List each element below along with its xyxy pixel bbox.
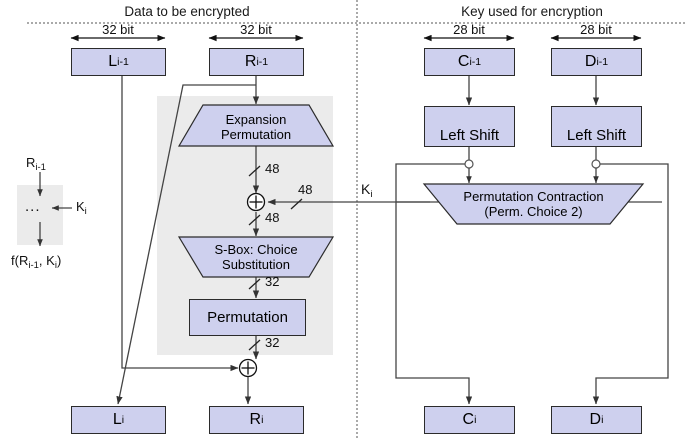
width-label-left-data: 32 bit <box>102 22 134 37</box>
sbox-block[interactable]: S-Box: Choice Substitution <box>179 237 333 278</box>
register-r-out-label: R <box>249 411 262 428</box>
expansion-permutation-line2: Permutation <box>220 127 292 142</box>
register-l-in-label: L <box>108 53 118 70</box>
legend-output-sub1: i-1 <box>28 259 39 271</box>
register-l-out-label: L <box>112 411 122 428</box>
width-label-left-key: 28 bit <box>453 22 485 37</box>
header-data-side: Data to be encrypted <box>124 4 250 19</box>
subkey-label: Ki <box>361 181 372 200</box>
register-c-in-subscript: i-1 <box>469 56 482 68</box>
legend-input-symbol: R <box>26 155 36 170</box>
header-key-side: Key used for encryption <box>461 4 603 19</box>
permutation-contraction-line1: Permutation Contraction <box>463 189 604 204</box>
bitlabel-expansion-out: 48 <box>265 161 280 176</box>
bitlabel-xor-key-in: 48 <box>298 182 313 197</box>
sbox-line2: Substitution <box>222 257 290 272</box>
sbox-line1: S-Box: Choice <box>214 242 298 257</box>
register-d-out-subscript: i <box>601 414 604 426</box>
legend-output-end: ) <box>56 253 62 268</box>
legend-output-prefix: f(R <box>11 253 29 268</box>
permutation-contraction-block[interactable]: Permutation Contraction (Perm. Choice 2) <box>424 184 643 225</box>
register-r-in-label: R <box>244 53 257 70</box>
legend-output-mid: , K <box>38 253 55 268</box>
register-c-out-label: C <box>462 411 475 428</box>
bitlabel-xor-out: 48 <box>265 210 280 225</box>
legend-input-subscript: i-1 <box>35 161 46 173</box>
register-r-in-subscript: i-1 <box>256 56 269 68</box>
permutation-contraction-line2: (Perm. Choice 2) <box>484 204 583 219</box>
subkey-symbol: K <box>361 181 371 197</box>
legend-key-label: Ki <box>76 199 87 217</box>
register-l-out-subscript: i <box>121 414 125 426</box>
register-c-in-label: C <box>457 53 470 70</box>
legend-output-label: f(Ri-1, Ki) <box>11 253 61 271</box>
legend-key-symbol: K <box>76 199 85 214</box>
expansion-permutation-block[interactable]: Expansion Permutation <box>179 105 333 146</box>
register-c-out-subscript: i <box>474 414 477 426</box>
register-d-in-label: D <box>584 53 597 70</box>
left-shift-c-label: Left Shift <box>439 127 500 144</box>
permutation-block[interactable]: Permutation <box>189 299 306 336</box>
legend-input-label: Ri-1 <box>26 155 46 173</box>
register-l-in-subscript: i-1 <box>117 56 129 68</box>
legend-output-sub2: i <box>54 259 57 271</box>
bitlabel-permutation-out: 32 <box>265 335 280 350</box>
width-label-right-key: 28 bit <box>580 22 612 37</box>
permutation-label: Permutation <box>207 309 288 326</box>
register-d-in-subscript: i-1 <box>596 56 609 68</box>
register-r-out-subscript: i <box>261 414 264 426</box>
subkey-subscript: i <box>370 188 373 200</box>
width-label-right-data: 32 bit <box>240 22 272 37</box>
expansion-permutation-line1: Expansion <box>225 112 287 127</box>
left-shift-d-label: Left Shift <box>566 127 627 144</box>
register-d-out-label: D <box>589 411 602 428</box>
left-shift-d[interactable]: Left Shift <box>551 106 642 147</box>
bitlabel-sbox-out: 32 <box>265 274 280 289</box>
legend-key-subscript: i <box>84 205 87 217</box>
left-shift-c[interactable]: Left Shift <box>424 106 515 147</box>
legend-ellipsis: ... <box>25 198 41 215</box>
